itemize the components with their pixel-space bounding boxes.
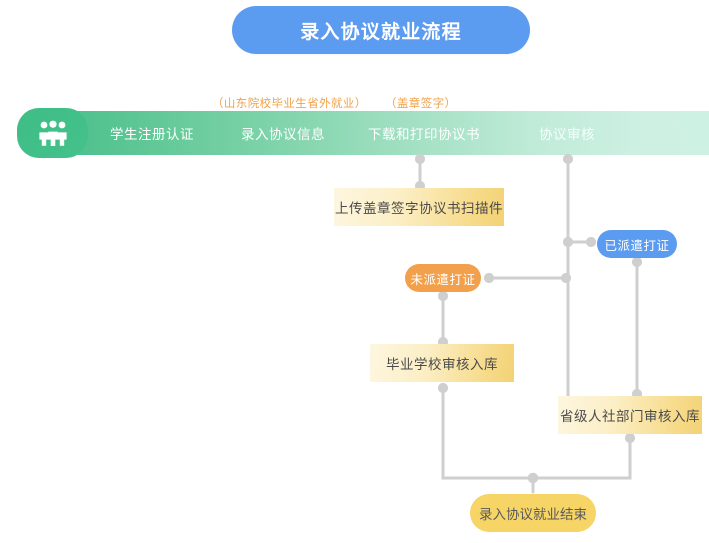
node-upload-scan-label: 上传盖章签字协议书扫描件 [335,201,503,216]
node-no-dispatch[interactable]: 未派遣打证 [405,264,481,292]
node-end-label: 录入协议就业结束 [479,507,587,522]
stage-label-register: 学生注册认证 [110,127,194,142]
node-dispatched[interactable]: 已派遣打证 [597,230,677,258]
stage-label-enter-info: 录入协议信息 [241,127,325,142]
process-bar [52,111,709,155]
node-upload-scan[interactable]: 上传盖章签字协议书扫描件 [334,188,504,226]
node-school-review[interactable]: 毕业学校审核入库 [370,344,514,382]
node-province-review-label: 省级人社部门审核入库 [560,409,700,424]
people-group-icon [17,108,88,158]
node-dispatched-label: 已派遣打证 [604,238,670,253]
stage-label-download-print: 下载和打印协议书 [368,127,480,142]
page-title: 录入协议就业流程 [232,6,530,54]
node-end[interactable]: 录入协议就业结束 [470,494,596,532]
node-province-review[interactable]: 省级人社部门审核入库 [558,396,702,434]
stage-label-agreement-review: 协议审核 [539,127,595,142]
page-title-text: 录入协议就业流程 [300,21,462,43]
annotation-stamp-sign: （盖章签字） [385,98,457,110]
annotation-shandong: （山东院校毕业生省外就业） [212,98,367,110]
node-school-review-label: 毕业学校审核入库 [386,357,498,372]
node-no-dispatch-label: 未派遣打证 [410,272,476,287]
